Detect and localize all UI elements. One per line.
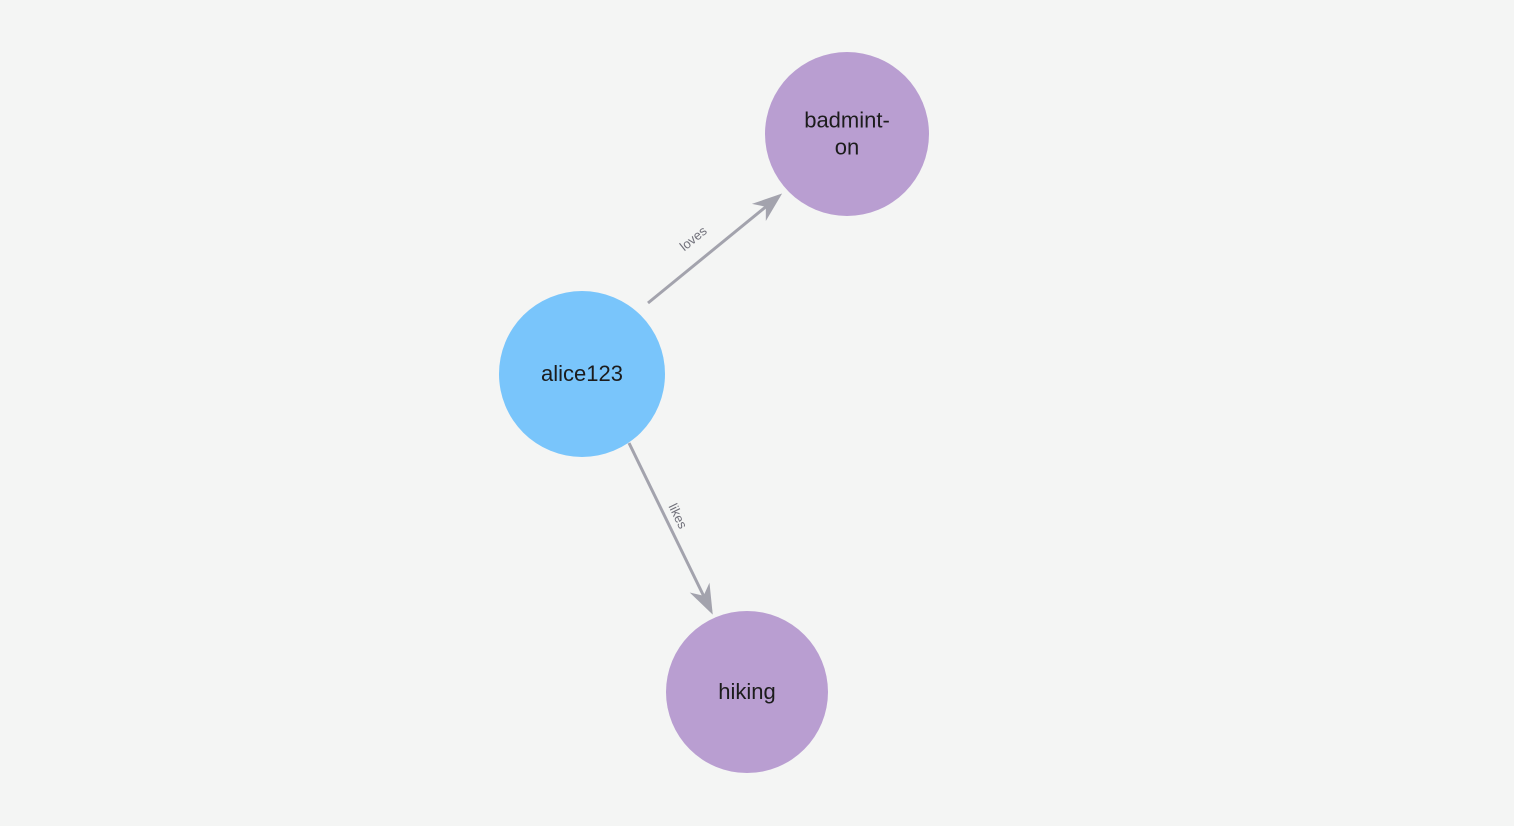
node-hiking[interactable]: hiking [666, 611, 828, 773]
node-alice123-circle[interactable] [499, 291, 665, 457]
node-badminton[interactable]: badmint- on [765, 52, 929, 216]
edge-loves-label: loves [677, 223, 710, 254]
edge-loves-line[interactable] [647, 194, 780, 305]
edge-loves-arrowhead [751, 193, 783, 221]
nodes-layer: alice123 badmint- on hiking [499, 52, 929, 773]
node-alice123[interactable]: alice123 [499, 291, 665, 457]
node-hiking-circle[interactable] [666, 611, 828, 773]
edge-likes[interactable]: likes [627, 442, 713, 615]
edge-likes-line[interactable] [627, 442, 713, 612]
edge-likes-arrowhead [689, 582, 713, 615]
edge-loves[interactable]: loves [647, 193, 783, 305]
node-badminton-circle[interactable] [765, 52, 929, 216]
